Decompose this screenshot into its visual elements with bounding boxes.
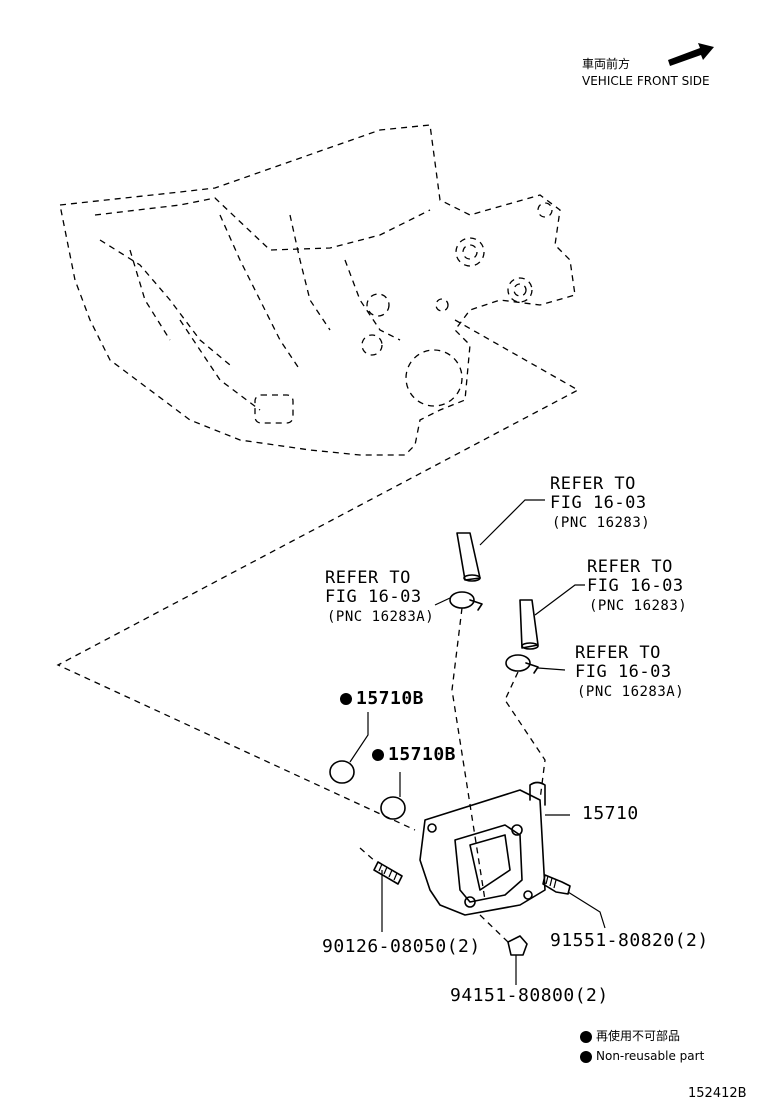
- part-label-gasket-a[interactable]: 15710B: [340, 690, 424, 708]
- legend-jp: 再使用不可部品: [580, 1030, 680, 1043]
- callout-3-fig[interactable]: FIG 16-03: [587, 576, 684, 596]
- gasket-ring-b: [380, 772, 406, 820]
- hose-upper: [456, 499, 545, 582]
- figure-id: 152412B: [688, 1086, 747, 1101]
- hose-lower: [519, 584, 585, 650]
- clamp-connection-lines: [451, 607, 546, 901]
- oil-cooler: [419, 781, 570, 916]
- part-number-gasket-b: 15710B: [388, 744, 457, 765]
- part-label-gasket-b[interactable]: 15710B: [372, 746, 456, 764]
- mounting-reference-lines: [56, 319, 580, 831]
- part-label-stud[interactable]: 90126-08050(2): [322, 936, 481, 957]
- callout-3-pnc: (PNC 16283): [589, 598, 688, 614]
- callout-2-pnc: (PNC 16283A): [327, 609, 435, 625]
- callout-4-fig[interactable]: FIG 16-03: [575, 662, 672, 682]
- stud-bolt: [359, 847, 403, 932]
- part-label-cooler[interactable]: 15710: [582, 803, 639, 824]
- flange-bolt: [542, 874, 606, 929]
- callout-1-fig[interactable]: FIG 16-03: [550, 493, 647, 513]
- legend-jp-text: 再使用不可部品: [596, 1029, 681, 1043]
- non-reusable-dot-icon: [340, 693, 352, 705]
- gasket-ring-a: [329, 712, 369, 784]
- part-number-gasket-a: 15710B: [356, 688, 425, 709]
- drain-plug: [479, 914, 528, 985]
- callout-4-refer: REFER TO: [575, 643, 661, 663]
- callout-4-pnc: (PNC 16283A): [577, 684, 685, 700]
- engine-block-outline: [59, 124, 576, 456]
- arrow-right-icon: [668, 43, 714, 66]
- legend-dot-icon: [580, 1030, 592, 1043]
- legend-dot-icon: [580, 1050, 592, 1063]
- legend-en: Non-reusable part: [580, 1050, 704, 1063]
- front-label-en: VEHICLE FRONT SIDE: [582, 74, 710, 88]
- front-label-jp: 車両前方: [582, 57, 631, 71]
- callout-3-refer: REFER TO: [587, 557, 673, 577]
- callout-2-fig[interactable]: FIG 16-03: [325, 587, 422, 607]
- part-label-plug[interactable]: 94151-80800(2): [450, 985, 609, 1006]
- legend-en-text: Non-reusable part: [596, 1049, 705, 1063]
- callout-1-pnc: (PNC 16283): [552, 515, 651, 531]
- hose-clamp-lower: [505, 654, 566, 674]
- non-reusable-dot-icon: [372, 749, 384, 761]
- callout-2-refer: REFER TO: [325, 568, 411, 588]
- part-label-bolt[interactable]: 91551-80820(2): [550, 930, 709, 951]
- hose-clamp-upper: [434, 591, 483, 611]
- callout-1-refer: REFER TO: [550, 474, 636, 494]
